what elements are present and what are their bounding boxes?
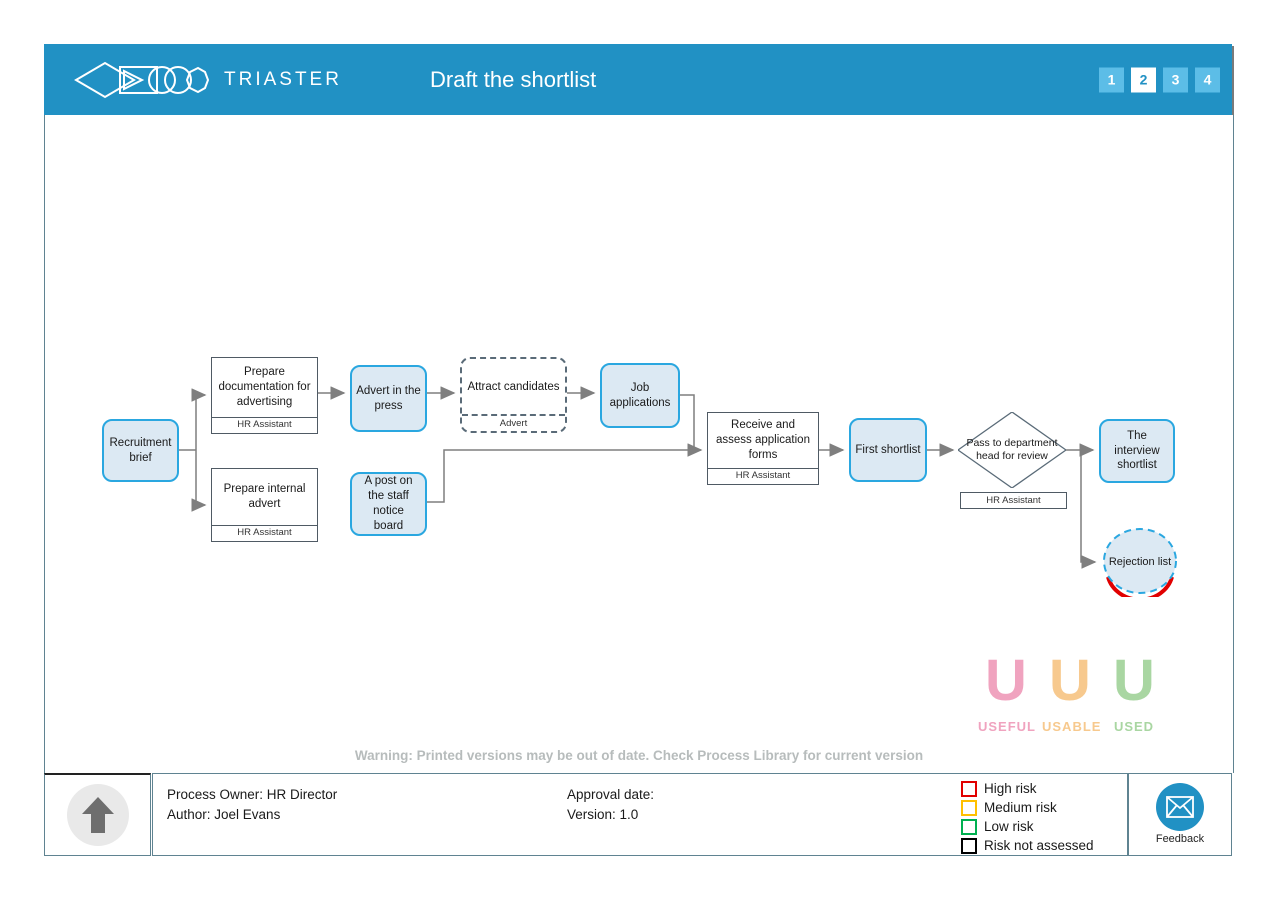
node-prepare-documentation[interactable]: Prepare documentation for advertising HR…	[211, 357, 318, 434]
process-owner-text: Process Owner: HR Director	[167, 787, 338, 802]
page-title: Draft the shortlist	[430, 66, 597, 92]
node-receive-assess-forms[interactable]: Receive and assess application forms HR …	[707, 412, 819, 485]
triaster-logo-icon	[74, 58, 214, 107]
diagram-area: Recruitment brief Prepare documentation …	[44, 115, 1234, 773]
header-bar: TRIASTER Draft the shortlist 1 2 3 4	[44, 44, 1232, 115]
feedback-label: Feedback	[1155, 833, 1205, 845]
node-label: Advert in the press	[356, 384, 421, 412]
node-label: Recruitment brief	[109, 436, 172, 464]
page-navigation: 1 2 3 4	[1099, 67, 1220, 92]
risk-legend: High risk Medium risk Low risk Risk not …	[961, 779, 1094, 855]
node-first-shortlist[interactable]: First shortlist	[849, 418, 927, 482]
node-label: A post on the staff notice board	[364, 475, 413, 532]
envelope-icon	[1156, 783, 1204, 831]
owner-author-block: Process Owner: HR Director Author: Joel …	[167, 785, 337, 826]
approval-date-text: Approval date:	[567, 787, 655, 802]
node-label: Receive and assess application forms	[716, 419, 810, 461]
up-arrow-icon	[66, 784, 129, 846]
medium-risk-swatch	[961, 799, 977, 816]
node-pass-to-department-head[interactable]	[956, 411, 1068, 489]
node-recruitment-brief[interactable]: Recruitment brief	[102, 419, 179, 482]
legend-row-high-risk: High risk	[961, 779, 1094, 798]
approval-version-block: Approval date: Version: 1.0	[567, 785, 654, 826]
page-button-4[interactable]: 4	[1195, 67, 1220, 92]
node-attract-candidates[interactable]: Attract candidates Advert	[460, 357, 567, 433]
author-text: Author: Joel Evans	[167, 807, 281, 823]
node-prepare-internal-advert[interactable]: Prepare internal advert HR Assistant	[211, 468, 318, 542]
legend-row-medium-risk: Medium risk	[961, 798, 1094, 817]
page-button-3[interactable]: 3	[1163, 67, 1188, 92]
role-label: HR Assistant	[212, 417, 317, 433]
node-label: Attract candidates	[467, 380, 560, 393]
print-warning-text: Warning: Printed versions may be out of …	[354, 748, 924, 763]
node-label: Job applications	[609, 381, 671, 409]
brand-name: TRIASTER	[224, 68, 342, 90]
role-label: HR Assistant	[960, 492, 1067, 509]
node-staff-notice-board[interactable]: A post on the staff notice board	[350, 472, 427, 536]
legend-row-not-assessed: Risk not assessed	[961, 836, 1094, 855]
u-letter: U	[1049, 648, 1091, 713]
footer-info-panel: Process Owner: HR Director Author: Joel …	[152, 773, 1128, 856]
node-interview-shortlist[interactable]: The interview shortlist	[1099, 419, 1175, 483]
u-letter: U	[1113, 648, 1155, 713]
node-label: Prepare internal advert	[223, 483, 306, 510]
role-label: HR Assistant	[708, 468, 818, 484]
page-button-1[interactable]: 1	[1099, 67, 1124, 92]
node-advert-in-press[interactable]: Advert in the press	[350, 365, 427, 432]
watermark-used: U USED	[1106, 645, 1162, 734]
feedback-button[interactable]: Feedback	[1128, 773, 1232, 856]
role-label: HR Assistant	[212, 525, 317, 541]
node-label: The interview shortlist	[1114, 429, 1160, 472]
uuu-watermark: U USEFUL U USABLE U USED	[978, 645, 1162, 734]
legend-row-low-risk: Low risk	[961, 817, 1094, 836]
node-job-applications[interactable]: Job applications	[600, 363, 680, 428]
node-label: First shortlist	[855, 443, 921, 456]
node-rejection-list[interactable]	[1101, 527, 1179, 602]
node-sublabel: Advert	[462, 414, 565, 431]
low-risk-swatch	[961, 818, 977, 835]
not-assessed-swatch	[961, 837, 977, 854]
watermark-useful: U USEFUL	[978, 645, 1035, 734]
node-label: Prepare documentation for advertising	[218, 366, 311, 408]
high-risk-swatch	[961, 780, 977, 797]
watermark-usable: U USABLE	[1042, 645, 1100, 734]
page-button-2[interactable]: 2	[1131, 67, 1156, 92]
version-text: Version: 1.0	[567, 807, 639, 823]
u-letter: U	[985, 648, 1027, 713]
navigate-up-button[interactable]	[44, 773, 151, 856]
